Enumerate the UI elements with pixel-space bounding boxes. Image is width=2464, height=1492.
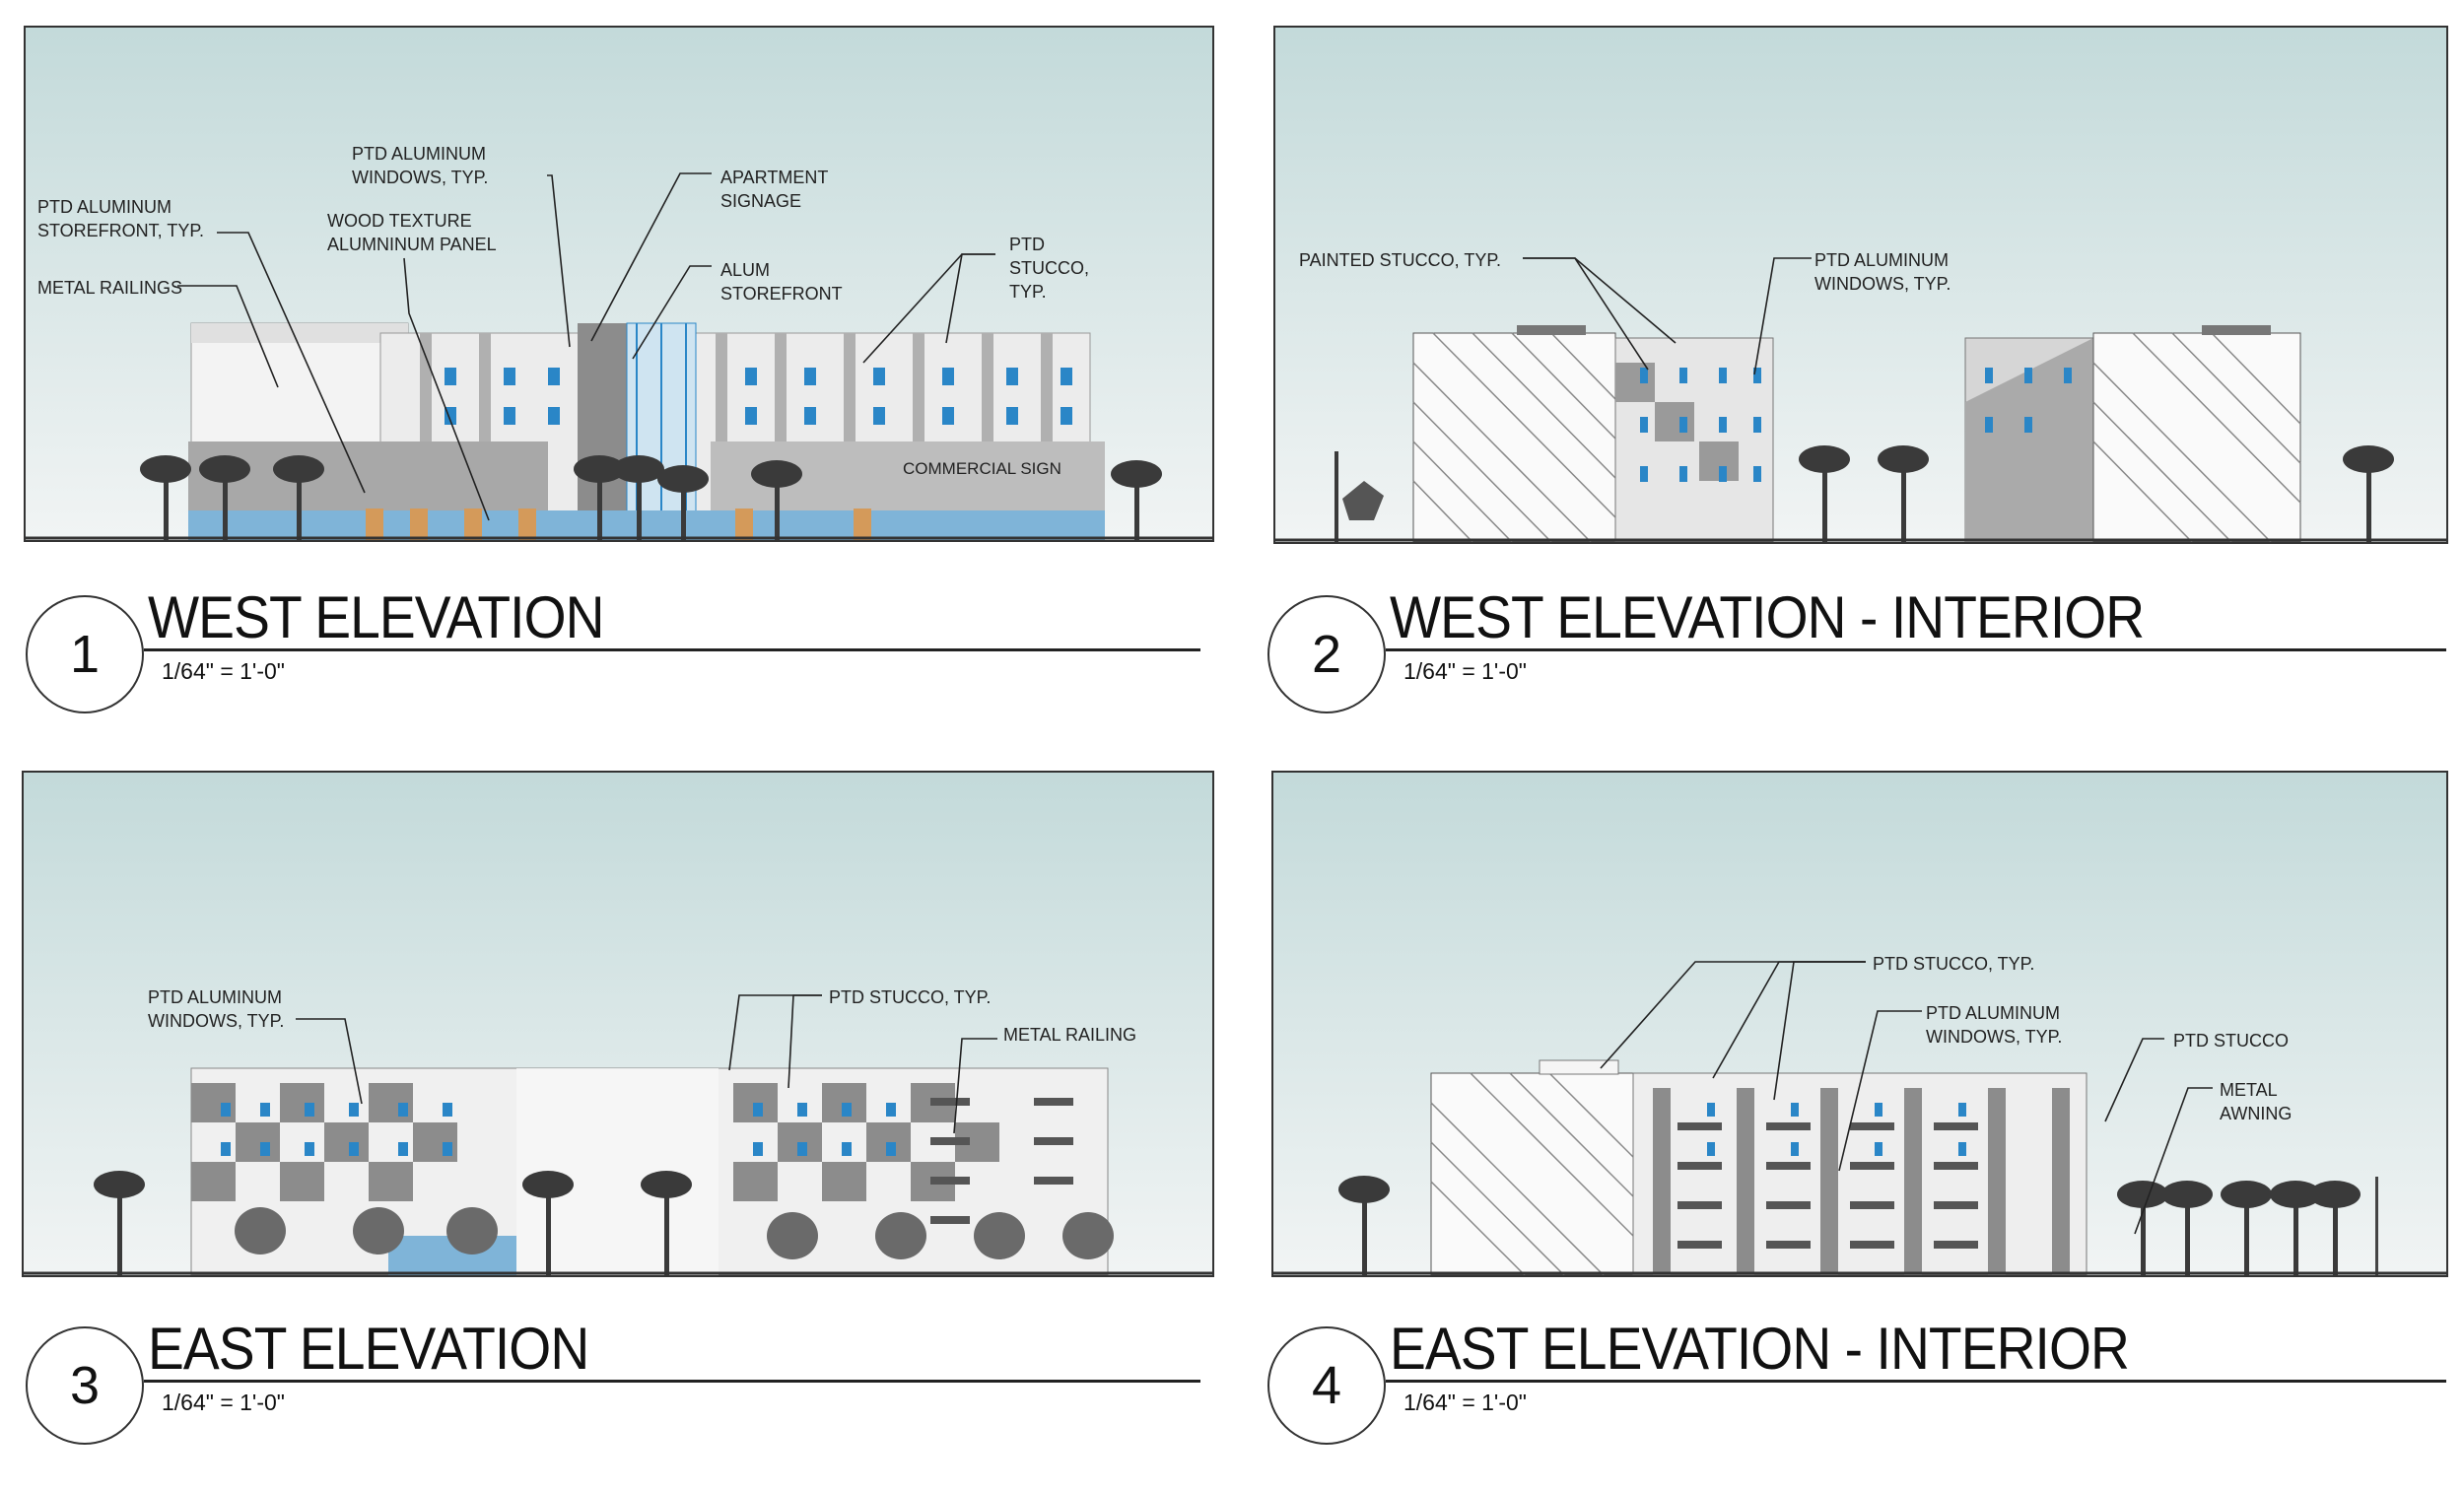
view-title-4: EAST ELEVATION - INTERIOR: [1390, 1316, 2130, 1382]
note-painted-stucco: PAINTED STUCCO, TYP.: [1299, 250, 1502, 270]
note-metal-awning: METAL AWNING: [2220, 1080, 2293, 1123]
title-underline-4: [1386, 1380, 2446, 1383]
view-scale-2: 1/64" = 1'-0": [1403, 658, 1527, 684]
view-number-1: 1: [26, 595, 144, 713]
view-title-1: WEST ELEVATION: [148, 584, 604, 650]
view-number-2: 2: [1267, 595, 1386, 713]
view-title-2: WEST ELEVATION - INTERIOR: [1390, 584, 2145, 650]
note-aluminum-windows-2: PTD ALUMINUM WINDOWS, TYP.: [1814, 250, 1951, 294]
view-number-3: 3: [26, 1326, 144, 1445]
note-ptd-stucco-4: PTD STUCCO, TYP.: [1873, 954, 2035, 974]
title-underline-1: [144, 648, 1200, 651]
note-ptd-stucco-3: PTD STUCCO, TYP.: [829, 987, 992, 1007]
note-storefront: PTD ALUMINUM STOREFRONT, TYP.: [37, 197, 205, 240]
view-scale-1: 1/64" = 1'-0": [162, 658, 285, 684]
view-scale-3: 1/64" = 1'-0": [162, 1390, 285, 1415]
title-underline-2: [1386, 648, 2446, 651]
view-number-4: 4: [1267, 1326, 1386, 1445]
elevation-4-drawing: [1271, 771, 2448, 1277]
note-alum-storefront: ALUM STOREFRONT: [720, 260, 843, 304]
note-aluminum-windows: PTD ALUMINUM WINDOWS, TYP.: [352, 144, 489, 187]
elevation-2-drawing: [1273, 26, 2448, 544]
note-metal-railings: METAL RAILINGS: [37, 278, 183, 298]
note-aluminum-windows-4: PTD ALUMINUM WINDOWS, TYP.: [1926, 1003, 2063, 1047]
note-aluminum-windows-3: PTD ALUMINUM WINDOWS, TYP.: [148, 987, 285, 1031]
note-apartment-signage: APARTMENT SIGNAGE: [720, 168, 829, 211]
note-ptd-stucco: PTD STUCCO, TYP.: [1009, 235, 1089, 302]
view-title-3: EAST ELEVATION: [148, 1316, 589, 1382]
title-underline-3: [144, 1380, 1200, 1383]
commercial-sign-label: COMMERCIAL SIGN: [903, 459, 1061, 478]
west-interior-rendering: [1275, 28, 2446, 542]
note-metal-railing: METAL RAILING: [1003, 1025, 1137, 1045]
east-interior-rendering: [1273, 773, 2446, 1275]
note-wood-panel: WOOD TEXTURE ALUMNINUM PANEL: [327, 211, 497, 254]
view-scale-4: 1/64" = 1'-0": [1403, 1390, 1527, 1415]
note-ptd-stucco-4b: PTD STUCCO: [2173, 1031, 2289, 1051]
